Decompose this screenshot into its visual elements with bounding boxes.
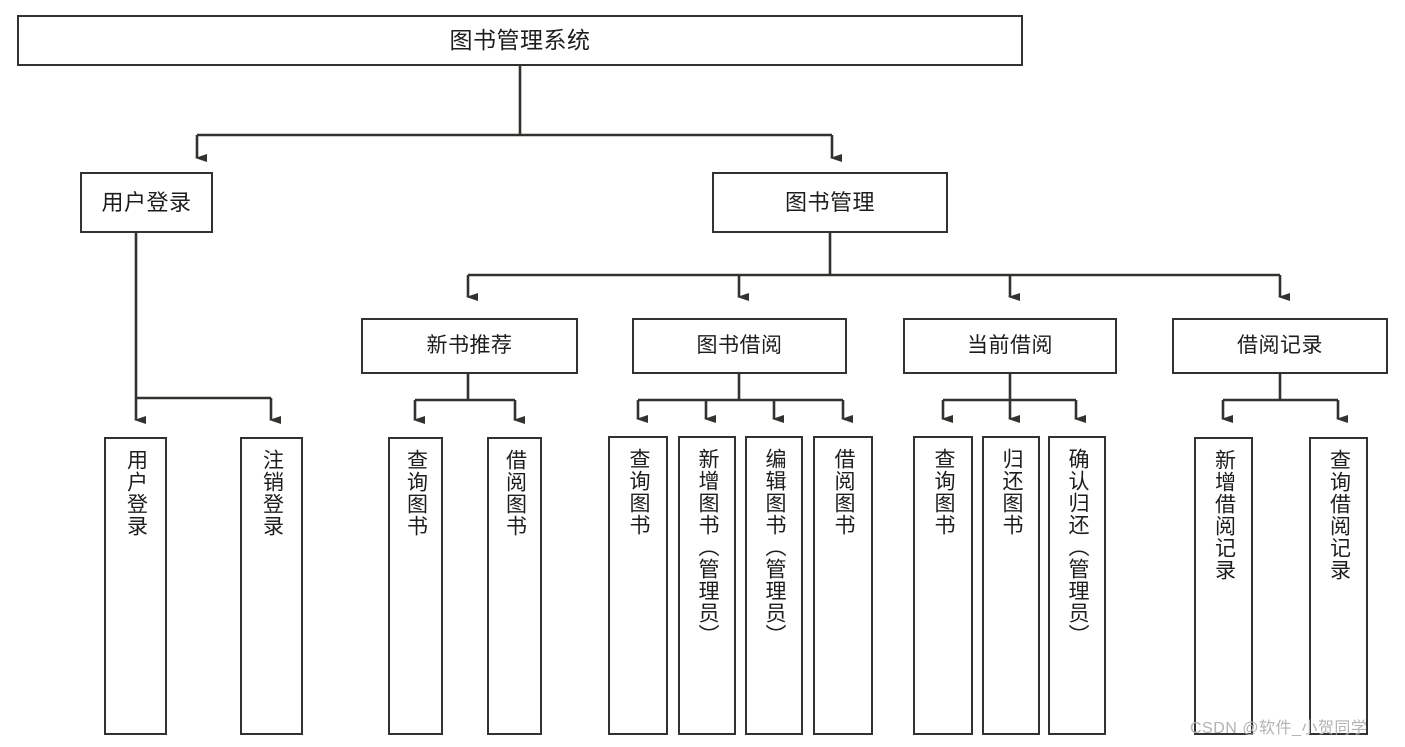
node-leaf-query-book-2[interactable]: 查询图书	[608, 436, 668, 735]
node-book-manage[interactable]: 图书管理	[712, 172, 948, 233]
node-book-borrow-label: 图书借阅	[696, 333, 783, 357]
node-leaf-logout[interactable]: 注销登录	[240, 437, 303, 735]
node-book-borrow[interactable]: 图书借阅	[632, 318, 847, 374]
node-leaf-edit-book-label: 编辑图书（管理员）	[763, 448, 787, 646]
node-leaf-confirm-return[interactable]: 确认归还（管理员）	[1048, 436, 1106, 735]
node-user-login[interactable]: 用户登录	[80, 172, 213, 233]
node-leaf-borrow-book-1[interactable]: 借阅图书	[487, 437, 542, 735]
node-leaf-return-book[interactable]: 归还图书	[982, 436, 1040, 735]
node-leaf-borrow-book-2[interactable]: 借阅图书	[813, 436, 873, 735]
node-leaf-query-book-3[interactable]: 查询图书	[913, 436, 973, 735]
node-leaf-return-book-label: 归还图书	[1000, 448, 1024, 536]
node-leaf-logout-label: 注销登录	[260, 449, 284, 537]
node-leaf-add-record-label: 新增借阅记录	[1212, 449, 1236, 581]
node-leaf-edit-book[interactable]: 编辑图书（管理员）	[745, 436, 803, 735]
node-borrow-record[interactable]: 借阅记录	[1172, 318, 1388, 374]
node-leaf-user-login[interactable]: 用户登录	[104, 437, 167, 735]
node-leaf-borrow-book-1-label: 借阅图书	[503, 449, 527, 537]
node-leaf-add-book-label: 新增图书（管理员）	[696, 448, 720, 646]
node-leaf-borrow-book-2-label: 借阅图书	[832, 448, 856, 536]
node-leaf-confirm-return-label: 确认归还（管理员）	[1066, 448, 1090, 646]
node-leaf-add-book[interactable]: 新增图书（管理员）	[678, 436, 736, 735]
watermark: CSDN @软件_小贺同学	[1190, 720, 1368, 737]
node-leaf-user-login-label: 用户登录	[124, 449, 148, 537]
node-new-book-rec[interactable]: 新书推荐	[361, 318, 578, 374]
node-leaf-query-book-2-label: 查询图书	[627, 448, 651, 536]
node-current-borrow[interactable]: 当前借阅	[903, 318, 1117, 374]
node-root[interactable]: 图书管理系统	[17, 15, 1023, 66]
node-leaf-query-record[interactable]: 查询借阅记录	[1309, 437, 1368, 735]
node-user-login-label: 用户登录	[101, 189, 192, 215]
node-new-book-rec-label: 新书推荐	[426, 333, 513, 357]
node-leaf-query-record-label: 查询借阅记录	[1327, 449, 1351, 581]
node-current-borrow-label: 当前借阅	[967, 333, 1053, 357]
node-leaf-add-record[interactable]: 新增借阅记录	[1194, 437, 1253, 735]
node-book-manage-label: 图书管理	[784, 189, 875, 215]
node-leaf-query-book-1-label: 查询图书	[404, 449, 428, 537]
node-borrow-record-label: 借阅记录	[1237, 333, 1323, 357]
node-root-label: 图书管理系统	[449, 26, 591, 53]
node-leaf-query-book-3-label: 查询图书	[932, 448, 956, 536]
node-leaf-query-book-1[interactable]: 查询图书	[388, 437, 443, 735]
